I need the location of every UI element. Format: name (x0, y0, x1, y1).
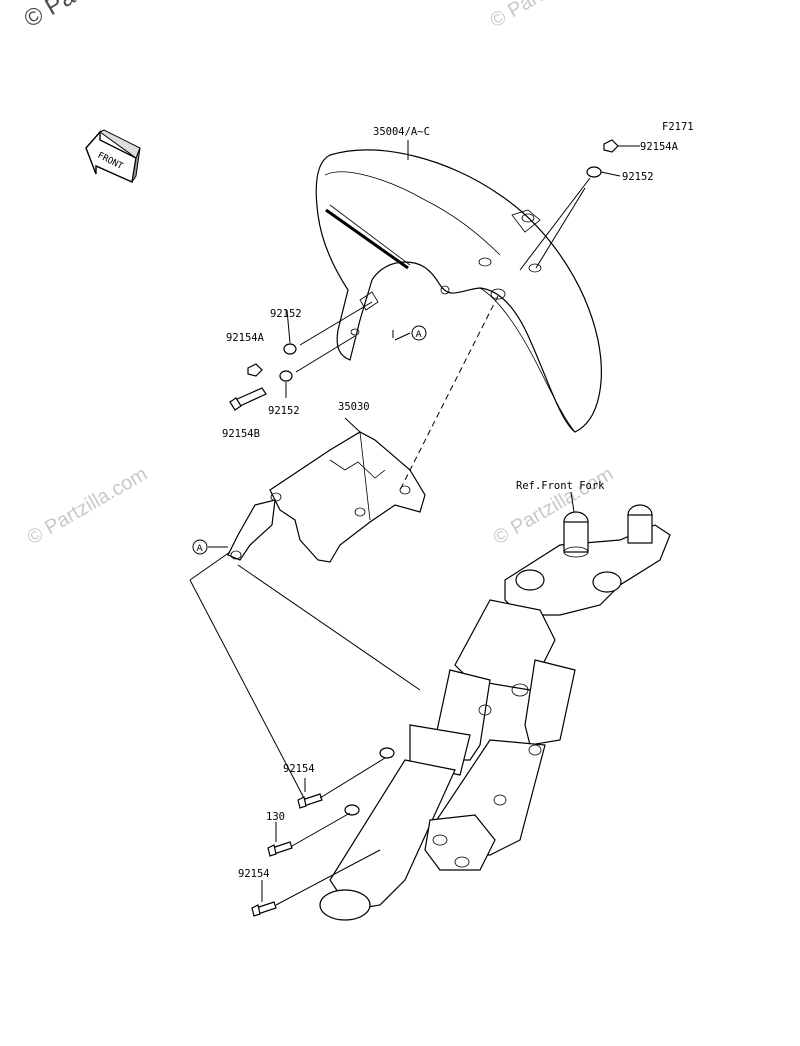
callout-bolt-top: 92154A (640, 141, 679, 153)
watermark-mid-right: © Partzilla.com (490, 463, 618, 549)
washer-top-icon (586, 166, 602, 178)
callout-bolt-left-upper: 92154A (226, 332, 265, 344)
callout-washer-left-upper: 92152 (270, 308, 302, 320)
bolt-fork-mid-icon (267, 841, 293, 857)
front-fork (319, 504, 671, 921)
callout-ref-fork: Ref.Front Fork (516, 480, 605, 492)
callout-bolt-fork-upper: 92154 (283, 763, 315, 775)
callout-bolt-left-lower: 92154B (222, 428, 260, 440)
callout-fender: 35004/A~C (373, 126, 430, 138)
watermark-top-right: © Partzilla.com (487, 0, 615, 32)
washer-left-lower-icon (279, 370, 293, 382)
bolt-left-upper-icon (247, 363, 263, 377)
callout-bolt-fork-lower: 92154 (238, 868, 270, 880)
bolt-fork-upper-icon (297, 793, 323, 809)
callout-bolt-fork-mid: 130 (266, 811, 285, 823)
front-fender (315, 149, 602, 433)
watermark-mid-left: © Partzilla.com (24, 463, 152, 549)
marker-a-upper: A (411, 325, 427, 341)
marker-a-lower: A (192, 539, 208, 555)
callout-washer-left-lower: 92152 (268, 405, 300, 417)
figure-code: F2171 (662, 121, 694, 133)
front-arrow-icon: FRONT (85, 129, 141, 184)
callout-bracket: 35030 (338, 401, 370, 413)
watermark-top-left: © Partzilla (20, 0, 129, 33)
bolt-top-icon (603, 139, 619, 153)
marker-a-upper-label: A (416, 330, 423, 340)
marker-a-lower-label: A (197, 544, 204, 554)
washer-left-upper-icon (283, 343, 297, 355)
bolt-left-lower-icon (229, 387, 267, 411)
callout-washer-top: 92152 (622, 171, 654, 183)
leader-lines (189, 140, 640, 906)
bolt-fork-lower-icon (251, 901, 277, 917)
fender-bracket (227, 431, 426, 563)
